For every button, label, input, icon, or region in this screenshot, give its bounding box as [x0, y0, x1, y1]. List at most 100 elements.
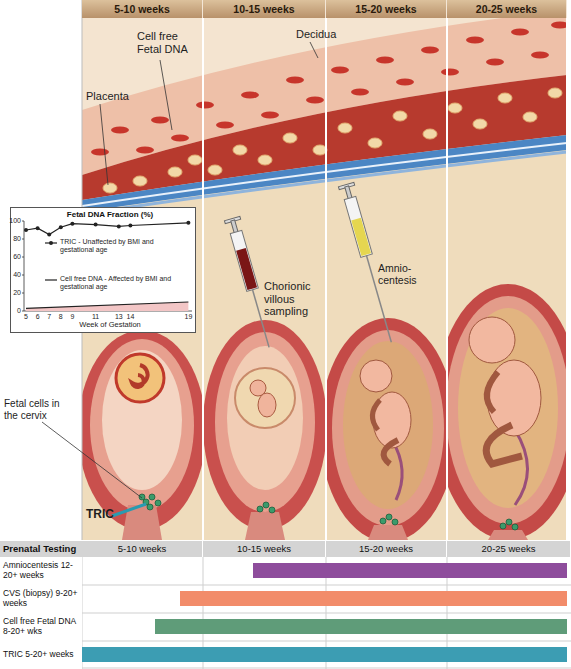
- table-grid: [0, 540, 571, 669]
- node-text: Fetal DNA Fraction (%): [67, 210, 153, 219]
- row-label: CVS (biopsy) 9-20+ weeks: [0, 585, 82, 613]
- chorionic-villi: [448, 103, 462, 113]
- uterus-section: [488, 530, 528, 540]
- node-text: 5-10 weeks: [114, 3, 169, 15]
- node-text: TRIC 5-20+ weeks: [3, 650, 74, 660]
- fetal-cells: [386, 514, 392, 520]
- axis-tick: 0: [6, 307, 21, 315]
- uterus-section: [447, 284, 567, 540]
- axis-tick: 8: [53, 313, 69, 321]
- uterus-section: [332, 330, 444, 526]
- decidua-vessels: [171, 135, 189, 142]
- axis-tick: 6: [30, 313, 46, 321]
- axis-tick: 100: [6, 217, 21, 225]
- table-grid: [0, 557, 571, 669]
- table-header: 20-25 weeks: [447, 541, 571, 557]
- column-divider: [202, 0, 204, 540]
- uterus-section: [245, 512, 285, 540]
- chorionic-villi: [338, 123, 352, 133]
- column-divider: [325, 0, 327, 540]
- fetal-cells: [506, 519, 512, 525]
- node-text: 10-15 weeks: [233, 3, 294, 15]
- table-grid: [0, 540, 571, 669]
- table-grid: [0, 585, 571, 586]
- uterus-section: [235, 368, 295, 428]
- uterus-section: [384, 440, 398, 464]
- table-header: Prenatal Testing: [0, 541, 82, 557]
- chorionic-villi: [523, 112, 537, 122]
- axis-tick: 7: [41, 313, 57, 321]
- table-header: 15-20 weeks: [326, 541, 447, 557]
- leader-line: [100, 104, 108, 185]
- tissue-layers: [82, 143, 567, 206]
- uterus-section: [469, 317, 515, 363]
- amnio-syringe: [344, 196, 372, 257]
- chorionic-villi: [208, 165, 222, 175]
- fetal-cells: [380, 518, 386, 524]
- column-header: 10-15 weeks: [203, 0, 326, 18]
- fetal-cells: [500, 523, 506, 529]
- node-text: 15-20 weeks: [359, 544, 413, 555]
- decidua-vessels: [351, 89, 369, 96]
- chorionic-villi: [393, 111, 407, 121]
- uterus-section: [372, 400, 380, 430]
- tric-line: [112, 504, 146, 516]
- uterus-section: [373, 392, 411, 448]
- decidua-vessels: [396, 79, 414, 86]
- decidua-vessels: [151, 117, 169, 124]
- uterus-section: [203, 320, 326, 540]
- uterus-section: [515, 430, 528, 505]
- decidua-vessels: [421, 47, 439, 54]
- amnio-syringe: [351, 218, 371, 256]
- uterus-section: [326, 318, 447, 540]
- axis-tick: 11: [88, 313, 104, 321]
- legend-text: TRIC - Unaffected by BMI and gestational…: [60, 238, 185, 254]
- uterus-section: [215, 332, 315, 512]
- decidua-vessels: [551, 22, 567, 29]
- node-text: 15-20 weeks: [355, 3, 416, 15]
- leader-line: [42, 422, 142, 498]
- part-label: TRIC: [86, 508, 126, 522]
- uterus-section: [487, 360, 541, 436]
- decidua-vessels: [376, 57, 394, 64]
- table-grid: [82, 647, 567, 662]
- row-label: Amniocentesis 12-20+ weeks: [0, 557, 82, 585]
- table-grid: [253, 563, 567, 578]
- axis-tick: 14: [122, 313, 138, 321]
- fetal-cells: [147, 504, 153, 510]
- table-header: 10-15 weeks: [203, 541, 326, 557]
- table-grid: [0, 668, 571, 669]
- fetal-cells: [257, 506, 263, 512]
- node-text: Prenatal Testing: [3, 544, 76, 555]
- column-header: 15-20 weeks: [326, 0, 447, 18]
- axis-tick: 13: [111, 313, 127, 321]
- decidua-vessels: [486, 59, 504, 66]
- uterus-section: [458, 308, 558, 508]
- decidua-vessels: [241, 92, 259, 99]
- axis-tick: 5: [18, 313, 34, 321]
- table-header: 5-10 weeks: [82, 541, 203, 557]
- uterus-section: [447, 284, 567, 540]
- row-label: Cell free Fetal DNA 8-20+ wks: [0, 613, 82, 641]
- node-text: CVS (biopsy) 9-20+ weeks: [3, 589, 82, 609]
- leader-line: [310, 42, 318, 58]
- part-label: Decidua: [296, 28, 356, 41]
- node-text: 20-25 weeks: [476, 3, 537, 15]
- tissue-layers: [82, 135, 567, 212]
- chorionic-villi: [423, 129, 437, 139]
- chorionic-villi: [548, 88, 562, 98]
- table-grid: [155, 619, 567, 634]
- uterus-section: [392, 440, 402, 500]
- decidua-vessels: [196, 102, 214, 109]
- node-text: 5-10 weeks: [118, 544, 167, 555]
- chorionic-villi: [103, 183, 117, 193]
- node-text: 20-25 weeks: [482, 544, 536, 555]
- decidua-vessels: [466, 37, 484, 44]
- uterus-section: [447, 296, 567, 524]
- decidua-vessels: [441, 69, 459, 76]
- uterus-section: [487, 372, 498, 412]
- chorionic-villi: [233, 145, 247, 155]
